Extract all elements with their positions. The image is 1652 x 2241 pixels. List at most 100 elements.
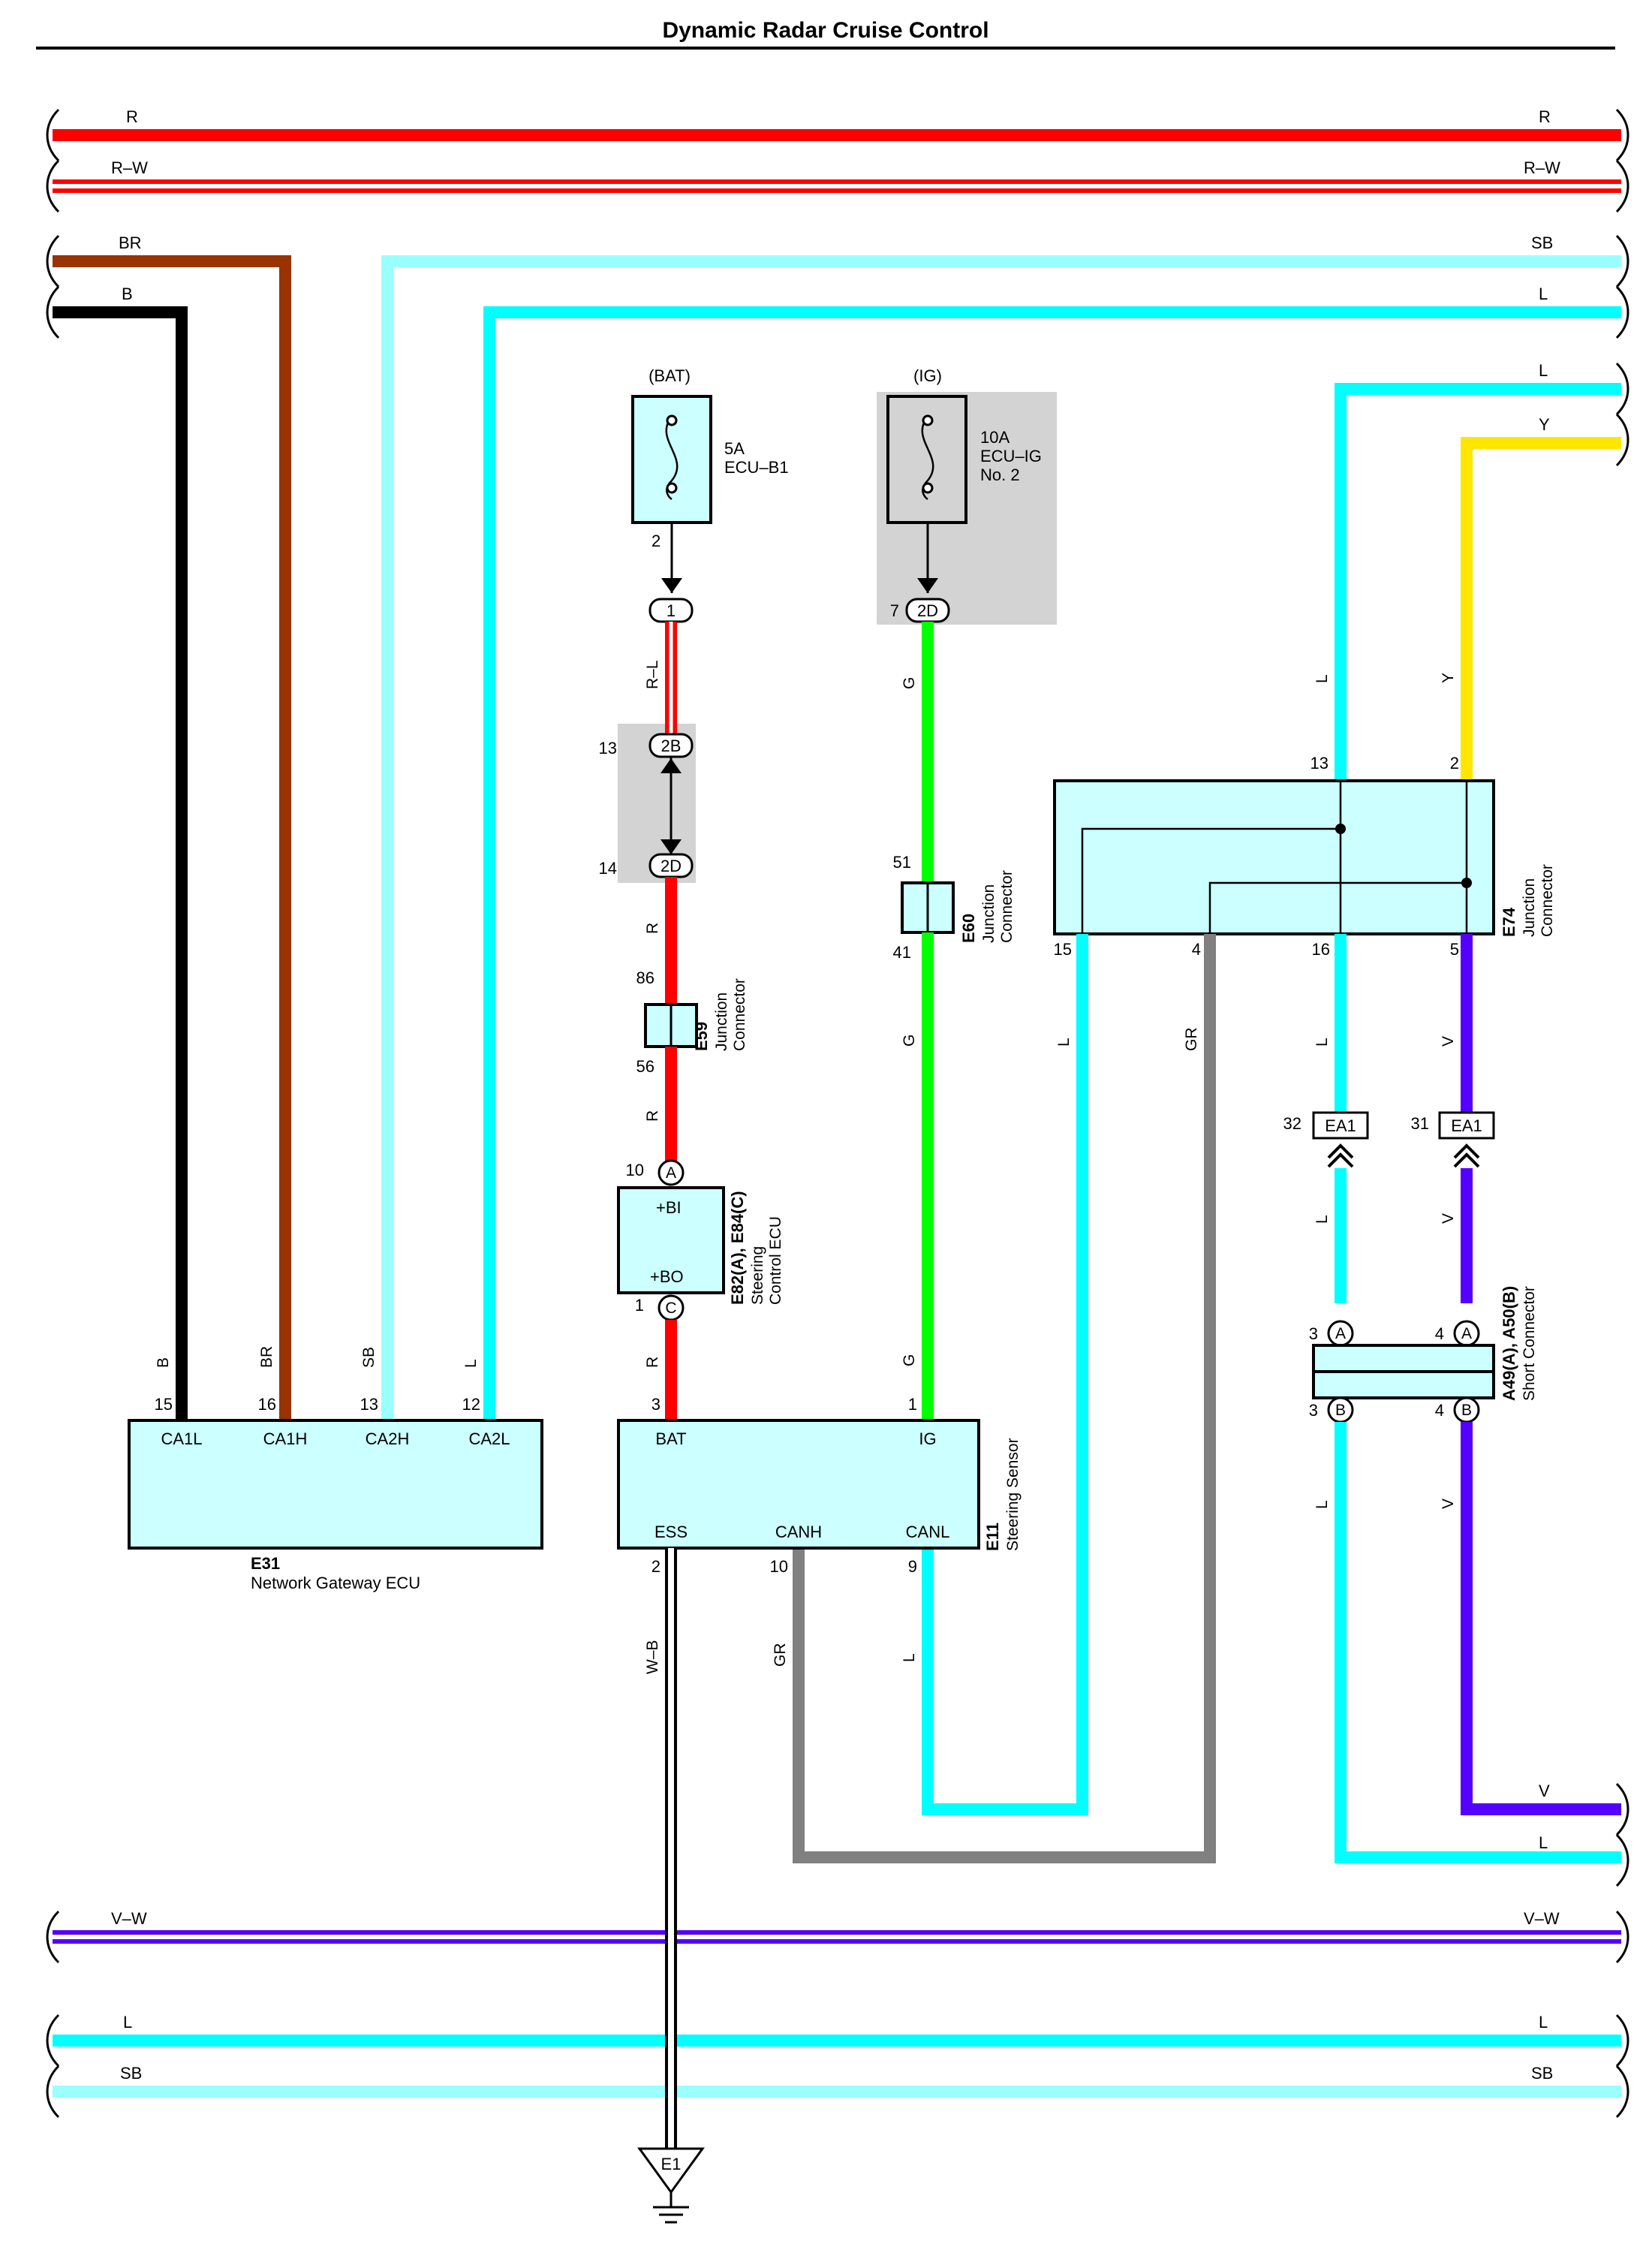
svg-text:CA1L: CA1L [161,1429,202,1448]
svg-text:Connector: Connector [1539,864,1556,937]
fuse-bat-group: (BAT) 5A ECU–B1 2 [631,366,789,593]
svg-text:G: G [901,1035,918,1047]
svg-text:2: 2 [651,532,660,550]
svg-text:GR: GR [1183,1028,1200,1052]
svg-text:CANL: CANL [906,1523,950,1541]
svg-text:13: 13 [1310,754,1329,773]
wire-l-right: L [483,285,1621,1420]
svg-text:E74: E74 [1500,907,1518,937]
svg-text:V: V [1539,1782,1550,1800]
page-title: Dynamic Radar Cruise Control [662,18,988,43]
svg-text:SB: SB [120,2064,142,2083]
steering-control-ecu: 10 A +BI +BO 1 C E82(A), E84(C) Steering… [617,1159,784,1321]
top-bus-r-w: R–W R–W [53,158,1621,193]
svg-text:13: 13 [599,739,617,758]
svg-text:Steering Sensor: Steering Sensor [1004,1438,1022,1551]
svg-text:Y: Y [1539,415,1550,434]
connector-ea1-right: 31 EA1 [1411,1111,1495,1168]
svg-text:14: 14 [599,859,617,878]
svg-text:56: 56 [636,1057,654,1076]
svg-text:L: L [1055,1038,1073,1047]
svg-text:B: B [1461,1402,1472,1419]
svg-text:Steering: Steering [749,1246,766,1305]
svg-text:L: L [123,2013,132,2032]
svg-text:CA2H: CA2H [366,1429,410,1448]
svg-text:L: L [1313,1500,1331,1509]
left-break-marks [46,108,60,2119]
svg-text:B: B [122,285,133,303]
ground-e1: E1 [637,2147,705,2224]
svg-text:EA1: EA1 [1451,1116,1482,1135]
svg-text:EA1: EA1 [1325,1116,1356,1135]
svg-text:1: 1 [667,601,676,620]
svg-text:L: L [1313,1215,1331,1224]
right-break-marks [1615,108,1629,2119]
svg-text:G: G [901,677,918,689]
wire-gr-e74-4: GR [793,934,1216,1863]
sensor-e11-steering: 3 1 BAT IG ESS CANH CANL 2 10 9 E11 Stee… [617,1395,1022,1576]
svg-text:10: 10 [626,1161,644,1179]
svg-text:41: 41 [893,943,911,962]
svg-text:(BAT): (BAT) [648,366,691,385]
svg-text:E59: E59 [692,1022,711,1051]
svg-text:Control ECU: Control ECU [767,1216,784,1305]
svg-text:16: 16 [258,1395,276,1414]
wire-sb-right: SB [381,233,1621,1420]
svg-text:Connector: Connector [998,870,1016,943]
svg-text:13: 13 [360,1395,378,1414]
svg-text:A49(A), A50(B): A49(A), A50(B) [1500,1286,1518,1401]
svg-text:32: 32 [1283,1114,1301,1133]
svg-text:V: V [1440,1036,1457,1047]
connector-2b: 13 2B [599,733,694,758]
svg-text:SB: SB [360,1347,378,1368]
wire-v-ea1-a49: V [1440,1168,1473,1303]
svg-text:A: A [1461,1325,1472,1342]
svg-text:3: 3 [651,1395,660,1414]
svg-text:A: A [1335,1325,1346,1342]
connector-ea1-left: 32 EA1 [1283,1111,1369,1168]
svg-text:9: 9 [908,1557,917,1576]
svg-text:IG: IG [919,1429,936,1448]
svg-text:BR: BR [258,1346,275,1368]
svg-text:(IG): (IG) [913,366,942,385]
svg-text:10: 10 [770,1557,788,1576]
wire-l-to-right: L L [1313,1422,1621,1863]
svg-text:CANH: CANH [775,1523,822,1541]
svg-text:31: 31 [1411,1114,1429,1133]
wire-g-1: G [901,622,934,883]
svg-text:+BO: +BO [650,1267,684,1286]
wire-y-to-e74: Y Y [1440,415,1621,781]
wire-r-1: R [644,877,677,1005]
short-connector-a49-a50: 3 A 4 A 3 B 4 B A49(A), A50(B) Short Con… [1309,1286,1538,1423]
svg-text:W–B: W–B [644,1640,661,1674]
svg-text:R: R [644,923,661,934]
svg-text:E1: E1 [661,2155,682,2173]
svg-text:C: C [665,1300,676,1317]
svg-text:3: 3 [1309,1324,1318,1343]
svg-text:V: V [1440,1499,1457,1509]
svg-text:ECU–B1: ECU–B1 [724,458,789,477]
wire-l-ea1-a49: L [1313,1168,1347,1303]
svg-text:V–W: V–W [1524,1909,1560,1928]
junction-e60: 51 41 E60 Junction Connector [893,853,1016,962]
svg-text:R: R [1539,107,1551,126]
svg-text:E82(A), E84(C): E82(A), E84(C) [728,1191,747,1305]
svg-text:B: B [1335,1402,1346,1419]
wire-l-e74-16: L [1313,934,1347,1113]
svg-text:+BI: +BI [656,1198,682,1217]
svg-text:12: 12 [462,1395,480,1414]
svg-text:2D: 2D [917,601,938,620]
svg-text:L: L [1313,674,1331,683]
connector-1: 1 [648,598,694,623]
wire-r-3: R [644,1320,677,1420]
svg-text:15: 15 [1054,940,1072,959]
svg-text:2: 2 [1450,754,1459,773]
wire-l-to-e74: L L [1313,361,1621,781]
svg-text:4: 4 [1192,940,1201,959]
wire-l-e74-15: L [922,934,1088,1815]
svg-text:10A: 10A [980,428,1010,447]
wire-v-to-right: V V [1440,1422,1621,1815]
svg-text:5A: 5A [724,439,745,458]
svg-text:15: 15 [155,1395,173,1414]
